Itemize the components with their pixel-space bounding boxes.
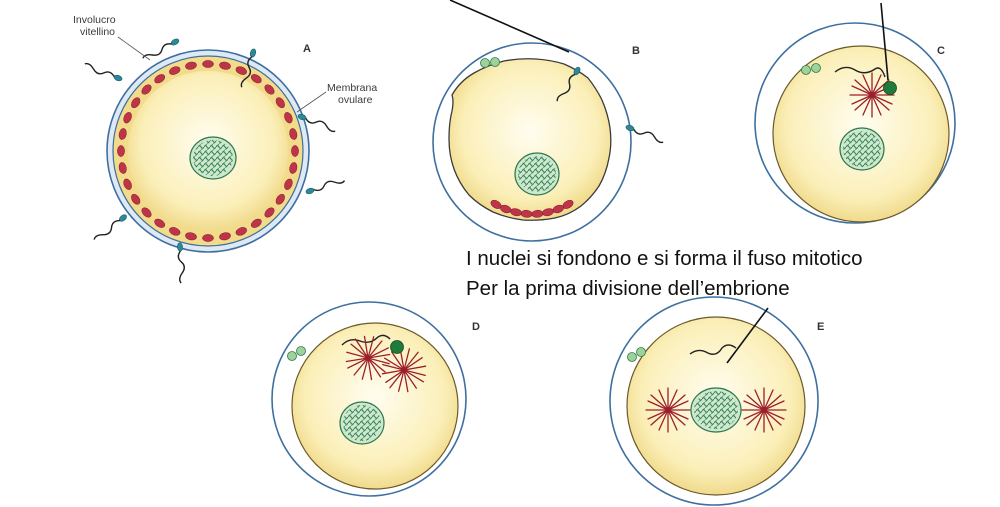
cortical-granule [154,218,166,228]
cortical-granule [219,232,231,241]
cortical-granule [141,207,152,218]
sperm-tail [689,344,737,355]
cortical-granule [169,227,181,236]
egg-membrane-pointer [296,91,327,113]
cortical-granule [219,61,231,70]
cortical-granule [118,128,127,140]
cortical-granule [117,145,125,157]
panel-label-b: B [632,45,640,57]
chromatin [694,391,738,429]
cortical-granule [141,84,152,95]
cortical-granule [264,207,275,218]
cortical-granule [289,128,298,140]
sperm-tail [341,334,391,346]
caption-line-1: I nuclei si fondono e si forma il fuso m… [466,247,863,270]
panel-label-c: C [937,45,945,57]
chromatin [343,405,381,441]
cortical-granules [490,199,574,218]
panel-a: A Involucro vitellino Membrana ovulare [73,14,380,284]
panel-d: D [271,301,480,497]
cortical-granule [275,97,285,109]
cortical-granule [264,84,275,95]
sperm-tail [834,66,886,78]
cortical-granule [284,178,293,190]
egg-membrane-label: Membrana ovulare [327,82,380,106]
egg-membrane-label-line1: Membrana [327,82,377,94]
cortical-granule [202,60,214,68]
vitelline-envelope-pointer [117,36,151,61]
caption-line-2: Per la prima divisione dell’embrione [466,277,790,300]
cortical-granule [169,66,181,75]
cortical-granule [235,66,247,75]
polar-bodies [627,347,646,362]
polar-bodies [287,346,306,361]
pointer-line-e [726,307,769,364]
cortical-granule [185,61,197,70]
panel-label-d: D [472,321,480,333]
cortical-granule [154,74,166,84]
cortical-granule [250,74,262,84]
cortical-granule [235,227,247,236]
cortical-granule [131,193,141,205]
vitelline-envelope-label: Involucro vitellino [73,14,119,38]
chromatin [193,140,233,176]
cortical-granule [118,162,127,174]
cortical-granule [185,232,197,241]
chromatin [843,131,881,167]
polar-bodies [801,63,821,75]
vitelline-envelope-label-line2: vitellino [80,26,115,38]
male-pronucleus [883,81,897,95]
cortical-granule [289,162,298,174]
cortical-granule [250,218,262,228]
cortical-granule [123,178,132,190]
cortical-granule [284,112,293,124]
panel-e: E [609,296,824,506]
cortical-granule [123,112,132,124]
cortical-granule [131,97,141,109]
polar-bodies [480,57,500,68]
panel-b: B [432,0,666,242]
cortical-granule [202,234,214,242]
egg-membrane-label-line2: ovulare [338,94,373,106]
pointer-line-b [449,0,570,53]
male-pronucleus [390,340,404,354]
panel-label-e: E [817,321,824,333]
cortical-granule [291,145,299,157]
cortical-granule [490,199,502,209]
cortical-granules [117,60,299,242]
panel-c: C [754,2,956,224]
vitelline-envelope-label-line1: Involucro [73,14,116,26]
chromatin [518,156,556,192]
pointer-line-c [880,2,889,81]
panel-label-a: A [303,43,311,55]
cortical-granule [275,193,285,205]
wrinkled-egg-membrane [448,58,612,221]
